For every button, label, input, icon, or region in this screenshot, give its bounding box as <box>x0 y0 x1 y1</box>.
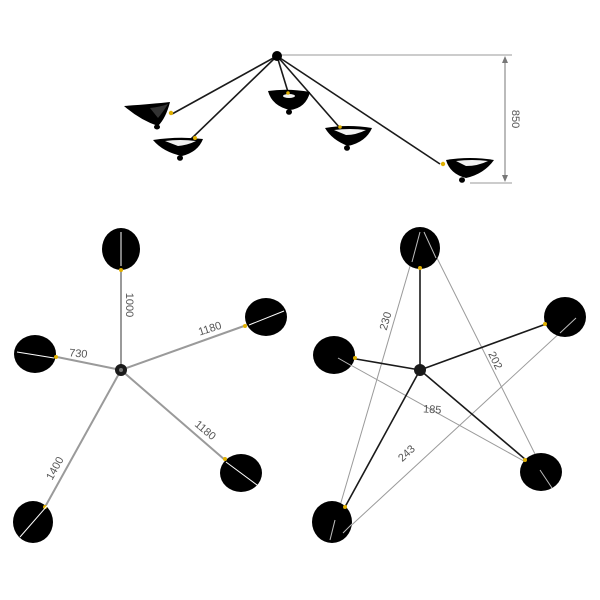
diag-arm-upper-right <box>419 323 547 371</box>
ceiling-mount <box>272 51 282 61</box>
side-arm-center <box>276 55 289 93</box>
side-shade-far-left <box>124 102 174 130</box>
height-label: 850 <box>509 110 521 128</box>
diag-arm-lower-left <box>344 369 421 508</box>
diag-label-lower-left-to-upper-right: 243 <box>396 443 418 464</box>
side-view: 850 <box>124 51 521 184</box>
radial-arm-lower-left <box>44 369 122 508</box>
height-arrow-bottom <box>502 175 508 182</box>
diag-label-top-to-lower-right: 202 <box>485 350 504 372</box>
radial-arm-left <box>56 356 122 371</box>
radial-shade-upper-right <box>243 298 287 336</box>
diag-shade-lower-left <box>312 501 352 543</box>
top-view-radial: 1000 1180 730 1180 1400 <box>13 228 287 543</box>
side-arm-far-right <box>276 55 441 165</box>
top-view-diagonals: 230 202 185 243 <box>312 227 586 543</box>
side-shade-center <box>268 89 310 115</box>
diag-label-left-to-lower-right: 185 <box>423 403 442 416</box>
height-arrow-top <box>502 56 508 63</box>
radial-dimension-arrows <box>16 232 285 538</box>
radial-arm-lower-right <box>120 369 226 461</box>
diag-hub <box>414 364 426 376</box>
diag-left-to-lower-right <box>337 357 541 471</box>
side-arms <box>171 55 441 165</box>
diag-arm-left <box>355 358 421 371</box>
radial-label-left: 730 <box>69 347 88 361</box>
diag-arm-lower-right <box>419 369 527 461</box>
diag-shade-upper-right <box>543 297 586 337</box>
radial-label-lower-left: 1400 <box>44 455 66 482</box>
radial-label-lower-right: 1180 <box>192 419 218 443</box>
radial-arm-upper-right <box>120 325 245 371</box>
side-shade-right <box>325 125 372 151</box>
radial-label-top: 1000 <box>123 293 135 317</box>
diag-top-to-lower-left <box>329 231 421 541</box>
diag-label-top-to-lower-left: 230 <box>378 311 395 332</box>
radial-shade-left <box>14 335 58 373</box>
side-arm-far-left <box>171 55 278 115</box>
diag-top-to-lower-right <box>423 231 553 489</box>
diag-shade-left <box>313 336 357 374</box>
diag-lower-left-to-upper-right <box>342 317 577 534</box>
side-shade-left <box>153 136 203 161</box>
diag-shade-top <box>400 227 440 270</box>
side-arm-left <box>189 55 278 141</box>
diag-lines-over-shades <box>329 231 577 541</box>
side-shade-far-right <box>440 158 494 183</box>
